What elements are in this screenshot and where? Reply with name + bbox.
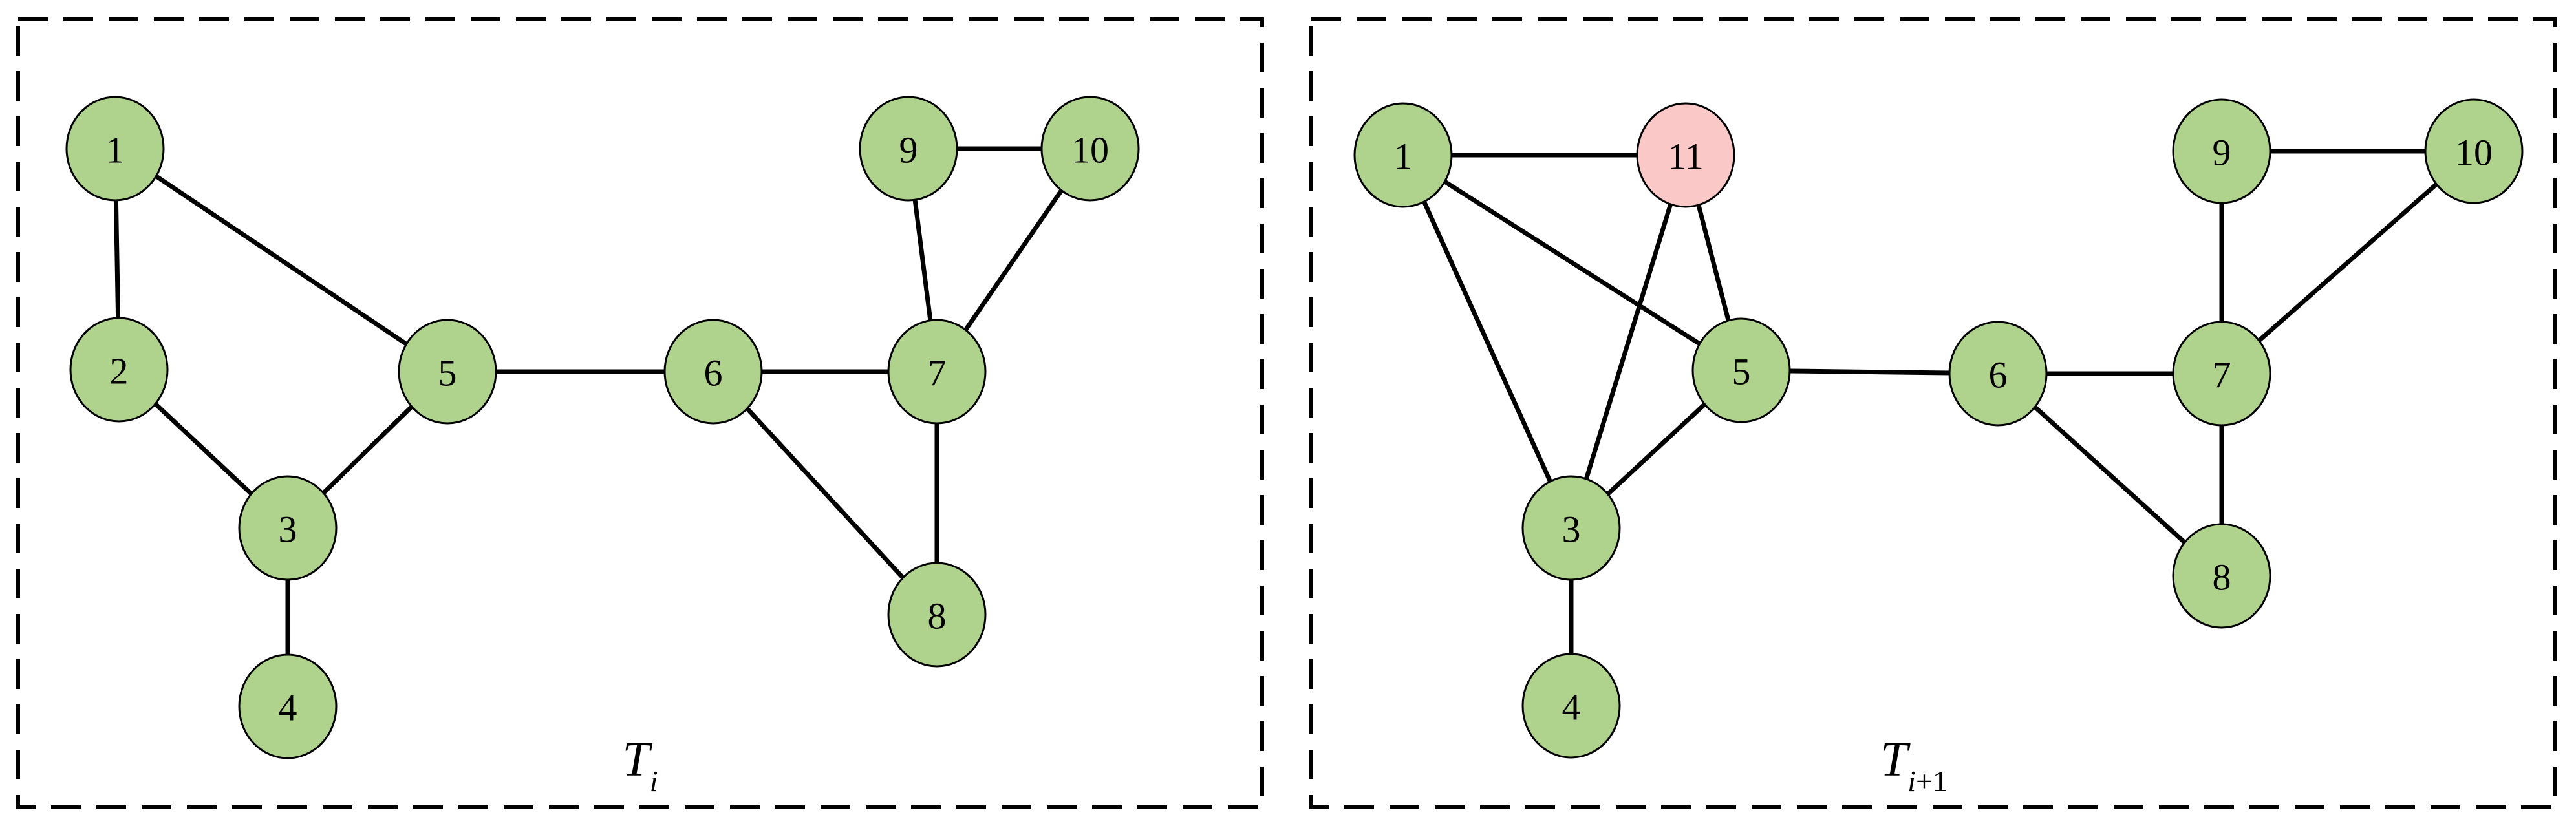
graph-node-1[interactable]: 1 (65, 96, 165, 202)
node-circle[interactable] (663, 319, 763, 425)
graph-node-8[interactable]: 8 (2172, 523, 2271, 629)
graph-edge (155, 174, 408, 346)
graph-node-5[interactable]: 5 (398, 319, 497, 425)
node-label: 1 (1394, 136, 1413, 178)
panel-caption: Ti (622, 732, 658, 798)
graph-node-6[interactable]: 6 (663, 319, 763, 425)
caption-base: T (622, 732, 652, 787)
node-label: 11 (1668, 136, 1704, 178)
caption-base: T (1880, 732, 1911, 787)
node-circle[interactable] (69, 317, 169, 423)
graph-edge (912, 199, 933, 321)
node-circle[interactable] (887, 319, 987, 425)
node-label: 8 (2213, 556, 2231, 598)
panel-border (1309, 17, 2557, 809)
graph-node-5[interactable]: 5 (1691, 317, 1791, 423)
graph-edge (1696, 204, 1731, 321)
graph-node-9[interactable]: 9 (2172, 98, 2271, 204)
graph-node-10[interactable]: 10 (1040, 96, 1140, 202)
graph-edge (1422, 200, 1552, 483)
node-label: 10 (2455, 132, 2493, 174)
node-label: 7 (2213, 354, 2231, 396)
node-circle[interactable] (887, 562, 987, 668)
graph-edge (963, 189, 1064, 332)
caption-subscript-suffix: +1 (1916, 765, 1948, 798)
node-circle[interactable] (2424, 98, 2524, 204)
node-label: 9 (2213, 132, 2231, 174)
node-circle[interactable] (1521, 653, 1621, 759)
node-label: 4 (1562, 686, 1581, 728)
graph-node-7[interactable]: 7 (887, 319, 987, 425)
graph-node-10[interactable]: 10 (2424, 98, 2524, 204)
graph-edge (1443, 180, 1701, 346)
node-label: 4 (279, 687, 297, 729)
graph-node-6[interactable]: 6 (1948, 321, 2048, 427)
graph-edge (321, 405, 414, 495)
node-label: 10 (1071, 129, 1109, 171)
node-circle[interactable] (398, 319, 497, 425)
node-circle[interactable] (1521, 475, 1621, 581)
node-circle[interactable] (1040, 96, 1140, 202)
graph-edge (1583, 204, 1673, 480)
node-circle[interactable] (1948, 321, 2048, 427)
node-label: 6 (704, 352, 723, 394)
edge-group (1422, 149, 2438, 654)
graph-node-9[interactable]: 9 (859, 96, 958, 202)
node-label: 1 (106, 129, 125, 171)
node-circle[interactable] (65, 96, 165, 202)
node-circle[interactable] (2172, 321, 2271, 427)
node-label: 2 (110, 350, 129, 392)
node-circle[interactable] (2172, 523, 2271, 629)
graph-edge (745, 407, 905, 580)
node-circle[interactable] (1691, 317, 1791, 423)
node-circle[interactable] (238, 475, 338, 581)
node-circle[interactable] (1353, 102, 1453, 208)
caption-subscript: i (650, 765, 658, 798)
node-circle[interactable] (2172, 98, 2271, 204)
node-label: 7 (928, 352, 947, 394)
node-circle[interactable] (859, 96, 958, 202)
node-label: 5 (1732, 351, 1751, 393)
graph-edge (113, 200, 121, 319)
graph-node-3[interactable]: 3 (238, 475, 338, 581)
node-label: 9 (899, 129, 918, 171)
node-label: 5 (438, 352, 457, 394)
node-circle[interactable] (238, 653, 338, 759)
node-label: 3 (1562, 509, 1581, 551)
node-label: 6 (1989, 354, 2008, 396)
graph-edge (1606, 402, 1706, 496)
panel-border (16, 17, 1264, 809)
node-circle-new[interactable] (1636, 102, 1735, 208)
graph-edge (153, 402, 253, 496)
graph-node-1[interactable]: 1 (1353, 102, 1453, 208)
graph-node-4[interactable]: 4 (238, 653, 338, 759)
graph-edge (2033, 405, 2187, 544)
panel-caption: Ti+1 (1880, 732, 1948, 798)
node-label: 3 (279, 509, 297, 551)
node-group: 1 2 3 4 5 6 7 8 9 10 (65, 96, 1140, 759)
edge-group (113, 146, 1064, 655)
graph-edge (2257, 182, 2438, 343)
graph-edge (1789, 368, 1950, 376)
graph-node-11[interactable]: 11 (1636, 102, 1735, 208)
graph-node-7[interactable]: 7 (2172, 321, 2271, 427)
graph-node-2[interactable]: 2 (69, 317, 169, 423)
node-label: 8 (928, 595, 947, 637)
graph-node-8[interactable]: 8 (887, 562, 987, 668)
caption-subscript: i (1907, 765, 1916, 798)
graph-node-3[interactable]: 3 (1521, 475, 1621, 581)
graph-node-4[interactable]: 4 (1521, 653, 1621, 759)
